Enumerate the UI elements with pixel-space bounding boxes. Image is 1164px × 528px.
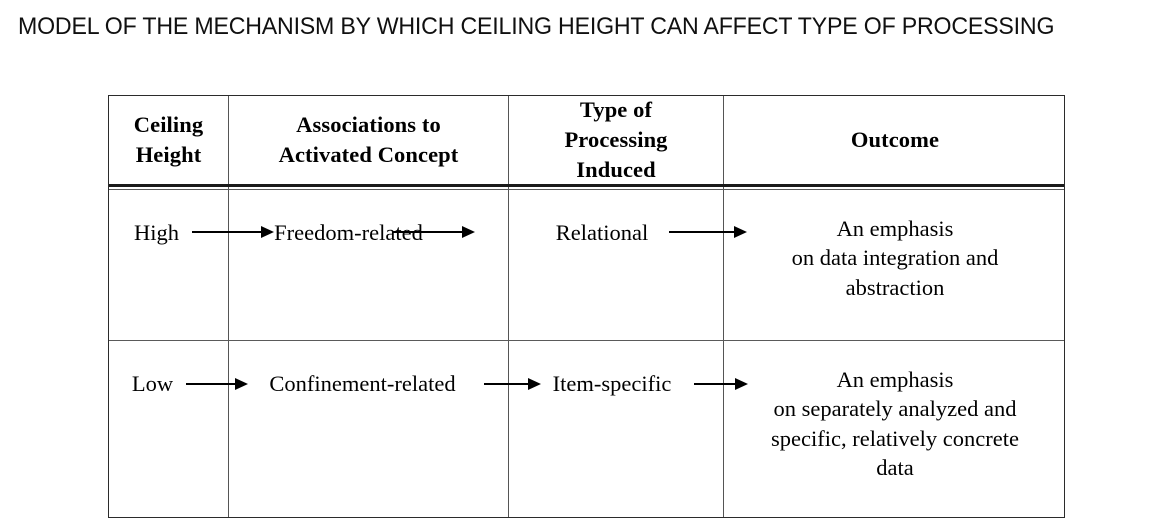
cell-ceiling-height: Low xyxy=(109,341,228,519)
column-header-outcome: Outcome xyxy=(724,96,1066,184)
header-line: Height xyxy=(135,142,202,167)
header-line: Type of xyxy=(579,97,653,123)
column-header-ceiling-height: Ceiling Height xyxy=(109,96,228,184)
cell-text-block: An emphasis on data integration and abst… xyxy=(724,190,1066,302)
outcome-line: An emphasis xyxy=(836,216,954,241)
cell-text: Item-specific xyxy=(552,371,672,396)
header-line: Processing xyxy=(564,127,668,153)
column-divider-2 xyxy=(508,96,510,517)
header-line: Associations to xyxy=(296,112,441,138)
outcome-line: data xyxy=(876,454,914,480)
cell-text: Low xyxy=(131,371,174,396)
outcome-line: abstraction xyxy=(845,274,945,300)
header-line: Ceiling xyxy=(133,112,204,138)
header-divider-thin xyxy=(109,188,1064,190)
column-divider-1 xyxy=(228,96,230,517)
table-row: Low Confinement-related Item-specific An… xyxy=(109,341,1064,519)
cell-outcome: An emphasis on data integration and abst… xyxy=(724,190,1066,340)
column-header-processing-type: Type of Processing Induced xyxy=(509,96,723,184)
cell-text: Freedom-related xyxy=(274,220,423,245)
cell-processing-type: Relational xyxy=(509,190,723,340)
outcome-line: An emphasis xyxy=(836,367,954,392)
column-header-associations: Associations to Activated Concept xyxy=(229,96,508,184)
row-divider xyxy=(109,340,1064,342)
header-divider xyxy=(109,184,1064,190)
column-divider-3 xyxy=(723,96,725,517)
outcome-line: specific, relatively concrete xyxy=(771,425,1019,451)
header-line: Activated Concept xyxy=(278,142,459,167)
cell-association: Confinement-related xyxy=(229,341,508,519)
cell-processing-type: Item-specific xyxy=(509,341,723,519)
table-row: High Freedom-related Relational An empha… xyxy=(109,190,1064,340)
outcome-line: on separately analyzed and xyxy=(773,396,1017,422)
cell-outcome: An emphasis on separately analyzed and s… xyxy=(724,341,1066,519)
header-line: Induced xyxy=(576,156,656,182)
header-divider-thick xyxy=(109,184,1064,187)
cell-ceiling-height: High xyxy=(109,190,228,340)
model-table: Ceiling Height Associations to Activated… xyxy=(108,95,1065,518)
cell-text: High xyxy=(134,220,179,245)
cell-text: Relational xyxy=(555,220,649,245)
outcome-line: on data integration and xyxy=(791,245,999,271)
cell-text: Confinement-related xyxy=(269,371,456,396)
header-line: Outcome xyxy=(850,127,940,153)
cell-text-block: An emphasis on separately analyzed and s… xyxy=(724,341,1066,482)
page-title: MODEL OF THE MECHANISM BY WHICH CEILING … xyxy=(18,13,1055,40)
cell-association: Freedom-related xyxy=(229,190,508,340)
